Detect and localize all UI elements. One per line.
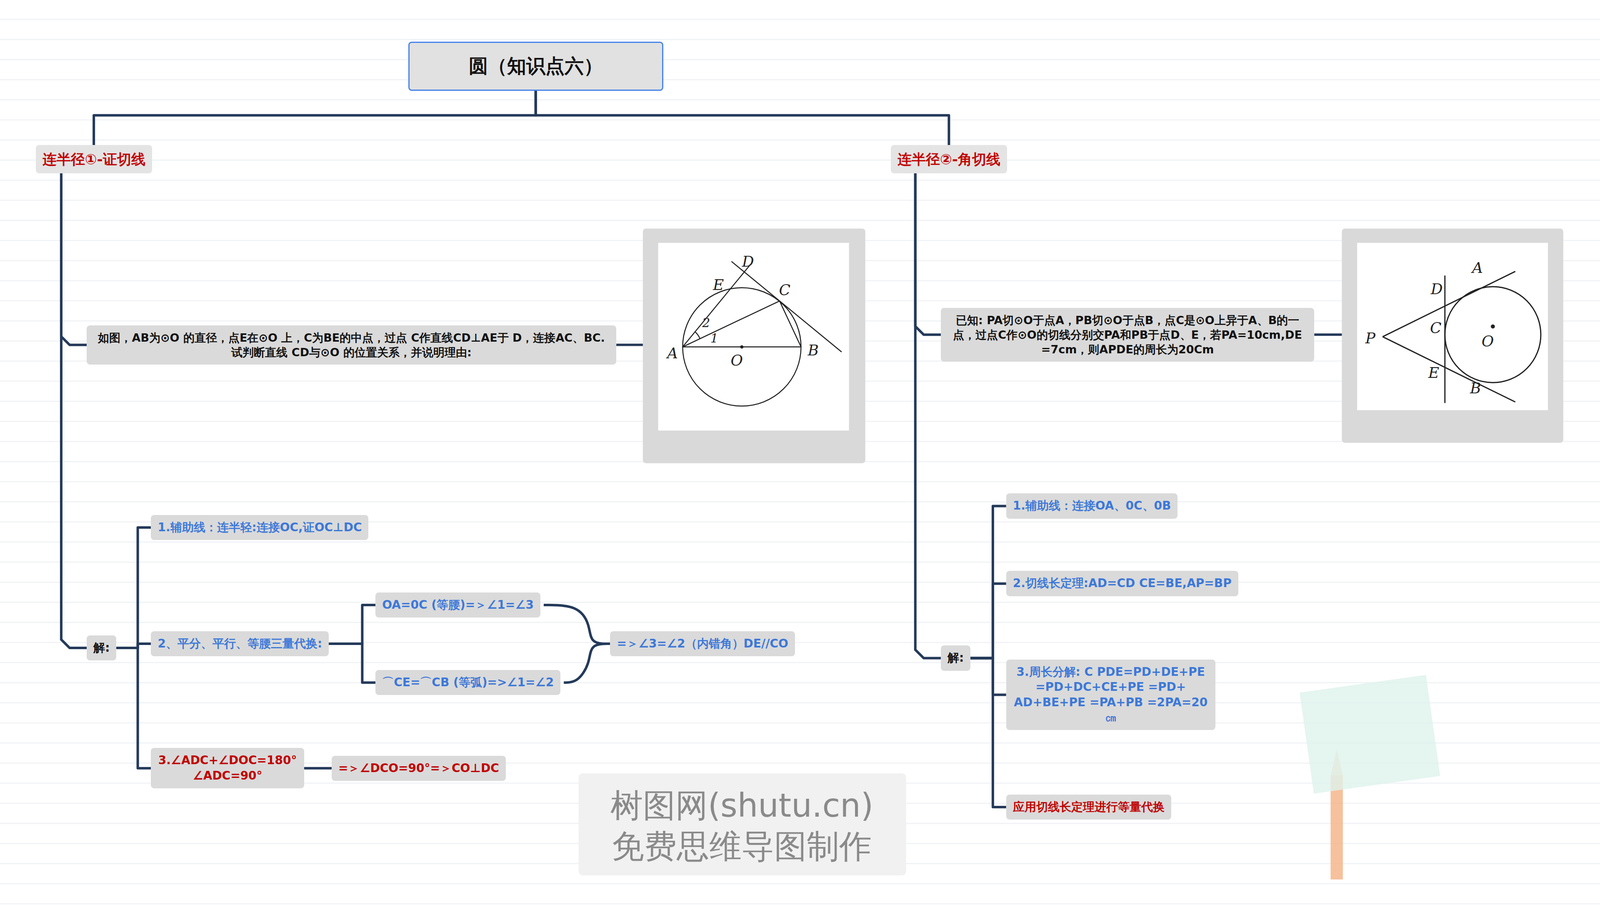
title-box: 圆（知识点六） xyxy=(408,41,664,91)
step-box: 2、平分、平行、等腰三量代换: xyxy=(150,631,329,657)
connector xyxy=(970,583,1007,659)
node-text: 1.辅助线：连接OA、0C、0B xyxy=(1012,498,1172,514)
node-text: 1.辅助线：连半轻:连接OC,证OC⊥DC xyxy=(157,520,362,535)
pencil-decoration xyxy=(1330,775,1343,880)
step-box: 2.切线长定理:AD=CD CE=BE,AP=BP xyxy=(1006,570,1239,596)
connector xyxy=(304,767,332,770)
problem-box: 已知: PA切⊙O于点A，PB切⊙O于点B，点C是⊙O上异于A、B的一点，过点C… xyxy=(940,307,1315,362)
tangent-pa xyxy=(1382,271,1515,337)
node-text: 解: xyxy=(93,640,110,656)
node-text: =＞∠3=∠2（内错角）DE//CO xyxy=(616,636,788,652)
line-ad xyxy=(682,264,751,347)
conclusion-box: =＞∠DCO=90°=＞CO⊥DC xyxy=(331,755,506,781)
watermark: 树图网(shutu.cn) xyxy=(610,784,874,828)
watermark-patch xyxy=(578,773,907,876)
branch-heading: 连半径①-证切线 xyxy=(35,145,153,174)
point-label: C xyxy=(778,281,791,299)
node-text: 3.周长分解: C PDE=PD+DE+PE =PD+DC+CE+PE =PD+… xyxy=(1012,664,1209,726)
problem-box: 如图，AB为⊙O 的直径，点E在⊙O 上，C为BE的中点，过点 C作直线CD⊥A… xyxy=(86,325,617,365)
point-label: 1 xyxy=(710,330,719,345)
node-text: 已知: PA切⊙O于点A，PB切⊙O于点B，点C是⊙O上异于A、B的一点，过点C… xyxy=(947,312,1308,357)
point-label: E xyxy=(1428,363,1440,381)
solution-root: 解: xyxy=(86,635,117,661)
branch-heading: 连半径②-角切线 xyxy=(890,145,1008,174)
chord-ac xyxy=(682,300,780,347)
connector xyxy=(116,527,151,648)
step-box: 3.周长分解: C PDE=PD+DE+PE =PD+DC+CE+PE =PD+… xyxy=(1006,659,1216,731)
node-text: 连半径①-证切线 xyxy=(42,150,146,169)
node-text: ⌒CE=⌒CB (等弧)=>∠1=∠2 xyxy=(382,675,554,690)
circle-o xyxy=(682,287,801,407)
node-text: 3.∠ADC+∠DOC=180° ∠ADC=90° xyxy=(157,752,298,784)
figure-paper xyxy=(1357,242,1548,411)
point-label: E xyxy=(712,276,724,294)
node-text: 应用切线长定理进行等量代换 xyxy=(1012,799,1165,815)
conclusion-box: =＞∠3=∠2（内错角）DE//CO xyxy=(610,631,795,657)
node-text: 如图，AB为⊙O 的直径，点E在⊙O 上，C为BE的中点，过点 C作直线CD⊥A… xyxy=(93,330,610,360)
leader-line xyxy=(616,343,643,347)
chord-cb xyxy=(779,300,801,347)
step-box: 1.辅助线：连半轻:连接OC,证OC⊥DC xyxy=(150,515,369,540)
point-label: A xyxy=(667,344,678,362)
node-text: 2、平分、平行、等腰三量代换: xyxy=(157,636,323,652)
center-dot xyxy=(740,345,744,349)
point-label: C xyxy=(1430,319,1442,337)
connector xyxy=(328,643,376,683)
connector xyxy=(915,173,941,658)
connector xyxy=(61,173,87,345)
point-label: B xyxy=(807,341,819,359)
node-text: =＞∠DCO=90°=＞CO⊥DC xyxy=(338,760,500,776)
connector xyxy=(116,647,151,769)
connector xyxy=(915,173,941,335)
node-text: 解: xyxy=(947,650,964,666)
angle-arc xyxy=(695,331,700,339)
point-label: 2 xyxy=(702,315,710,330)
circle-o xyxy=(1445,286,1541,383)
node-text: 连半径②-角切线 xyxy=(897,150,1001,169)
tangent-pb xyxy=(1382,336,1515,403)
point-label: A xyxy=(1472,258,1483,276)
circle-figure xyxy=(682,261,842,406)
tangent-de xyxy=(1444,275,1446,403)
point-label: P xyxy=(1365,329,1376,347)
note-box: 应用切线长定理进行等量代换 xyxy=(1006,794,1172,820)
connector xyxy=(970,657,1007,695)
connector xyxy=(93,90,536,145)
tangent-figure xyxy=(1382,271,1541,403)
watermark: 免费思维导图制作 xyxy=(611,825,872,869)
point-label: O xyxy=(1481,332,1495,350)
point-label: D xyxy=(1430,280,1443,298)
reason-box: OA=0C (等腰)=＞∠1=∠3 xyxy=(375,592,541,618)
leader-line xyxy=(1314,333,1342,336)
figure-frame xyxy=(642,228,866,464)
point-label: O xyxy=(730,351,743,369)
connector xyxy=(970,506,1007,659)
reason-box: ⌒CE=⌒CB (等弧)=>∠1=∠2 xyxy=(375,670,561,695)
center-dot xyxy=(1490,324,1495,329)
connector xyxy=(535,90,950,145)
connector xyxy=(328,605,376,644)
node-text: OA=0C (等腰)=＞∠1=∠3 xyxy=(382,597,534,613)
step-box: 3.∠ADC+∠DOC=180° ∠ADC=90° xyxy=(150,747,304,789)
solution-root: 解: xyxy=(940,645,971,671)
figure-paper xyxy=(658,242,850,431)
connector xyxy=(543,605,611,644)
step-box: 1.辅助线：连接OA、0C、0B xyxy=(1006,493,1178,519)
connector xyxy=(61,173,87,648)
tangent-cd xyxy=(731,261,842,352)
figure-frame xyxy=(1341,228,1563,443)
node-text: 2.切线长定理:AD=CD CE=BE,AP=BP xyxy=(1012,575,1232,591)
connector xyxy=(563,643,610,683)
connector xyxy=(970,657,1007,808)
point-label: B xyxy=(1470,379,1481,397)
point-label: D xyxy=(742,252,755,270)
node-text: 圆（知识点六） xyxy=(417,53,654,79)
sticky-note xyxy=(1299,675,1440,794)
